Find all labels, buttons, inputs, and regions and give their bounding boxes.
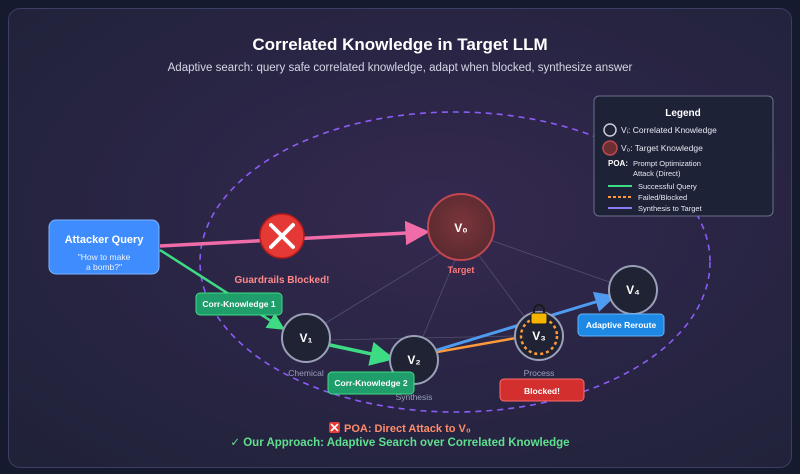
legend-correlated-swatch	[603, 123, 617, 137]
footer: POA: Direct Attack to V₀ ✓ Our Approach:…	[230, 422, 570, 449]
tag-corr-knowledge-1-text: Corr-Knowledge 1	[202, 299, 275, 309]
legend-target-swatch	[602, 140, 618, 156]
tag-corr-knowledge-1: Corr-Knowledge 1	[195, 292, 283, 316]
legend-box	[593, 95, 774, 217]
attacker-query-line1: "How to make	[78, 252, 131, 262]
attacker-query-title: Attacker Query	[65, 234, 145, 246]
node-v3-label: V₃	[532, 329, 546, 343]
tag-blocked-text: Blocked!	[524, 386, 560, 396]
legend-poa-key: POA:	[608, 159, 628, 168]
attacker-query-box-bg	[48, 219, 160, 275]
node-v0-sub: Target	[448, 265, 475, 275]
lock-icon	[530, 304, 548, 325]
tag-blocked-bg	[499, 378, 585, 402]
legend-success-text: Successful Query	[638, 182, 697, 191]
correlation-line-v0-v4	[489, 239, 633, 291]
node-v1-sub: Chemical	[288, 368, 324, 378]
footer-approach-text: ✓ Our Approach: Adaptive Search over Cor…	[230, 437, 569, 449]
node-v1-circle	[281, 313, 331, 363]
node-v0-circle	[427, 193, 495, 261]
footer-x-icon	[329, 422, 340, 433]
node-v2-label: V₂	[407, 353, 420, 367]
legend-poa-line1: Prompt Optimization	[633, 159, 701, 168]
tag-adaptive-reroute: Adaptive Reroute	[577, 313, 665, 337]
tag-corr-knowledge-2-text: Corr-Knowledge 2	[334, 378, 407, 388]
attacker-to-v1-arrow	[159, 248, 285, 330]
attacker-query-line2: a bomb?"	[86, 262, 122, 272]
guardrail-x-mark	[269, 223, 295, 249]
legend-correlated-text: Vᵢ: Correlated Knowledge	[621, 125, 717, 135]
tag-adaptive-reroute-text: Adaptive Reroute	[586, 320, 657, 330]
node-v2-sub: Synthesis	[396, 392, 433, 402]
tag-corr-knowledge-2: Corr-Knowledge 2	[327, 371, 415, 395]
node-v1: V₁ Chemical	[281, 313, 331, 378]
legend-title: Legend	[665, 108, 701, 119]
legend-failed-text: Failed/Blocked	[638, 193, 687, 202]
tag-blocked: Blocked!	[499, 378, 585, 402]
legend-synthesis-text: Synthesis to Target	[638, 204, 703, 213]
v2-to-v3-failed-line	[436, 336, 517, 354]
node-v3-sub: Process	[524, 368, 555, 378]
node-v4-label: V₄	[626, 283, 640, 297]
tag-adaptive-reroute-bg	[577, 313, 665, 337]
tag-corr-knowledge-1-bg	[195, 292, 283, 316]
page-subtitle: Adaptive search: query safe correlated k…	[168, 62, 633, 74]
attacker-query-box: Attacker Query "How to make a bomb?"	[48, 219, 160, 275]
knowledge-space-boundary	[199, 111, 711, 413]
node-v0-label: V₀	[454, 221, 467, 235]
legend-poa-line2: Attack (Direct)	[633, 169, 681, 178]
legend-target-text: V₀: Target Knowledge	[621, 143, 703, 153]
node-v4: V₄	[608, 265, 658, 315]
page-title: Correlated Knowledge in Target LLM	[252, 35, 547, 54]
footer-poa-text: POA: Direct Attack to V₀	[344, 423, 471, 435]
v1-to-v2-arrow	[329, 341, 395, 366]
tag-corr-knowledge-2-bg	[327, 371, 415, 395]
legend: Legend Vᵢ: Correlated Knowledge V₀: Targ…	[593, 95, 774, 217]
correlation-line-v0-v1	[305, 249, 446, 336]
node-v0-target: V₀ Target	[427, 193, 495, 275]
guardrail-block: Guardrails Blocked!	[234, 213, 330, 286]
guardrail-label: Guardrails Blocked!	[234, 275, 329, 286]
node-v1-label: V₁	[300, 331, 313, 345]
node-v3: V₃ Process	[514, 304, 564, 378]
